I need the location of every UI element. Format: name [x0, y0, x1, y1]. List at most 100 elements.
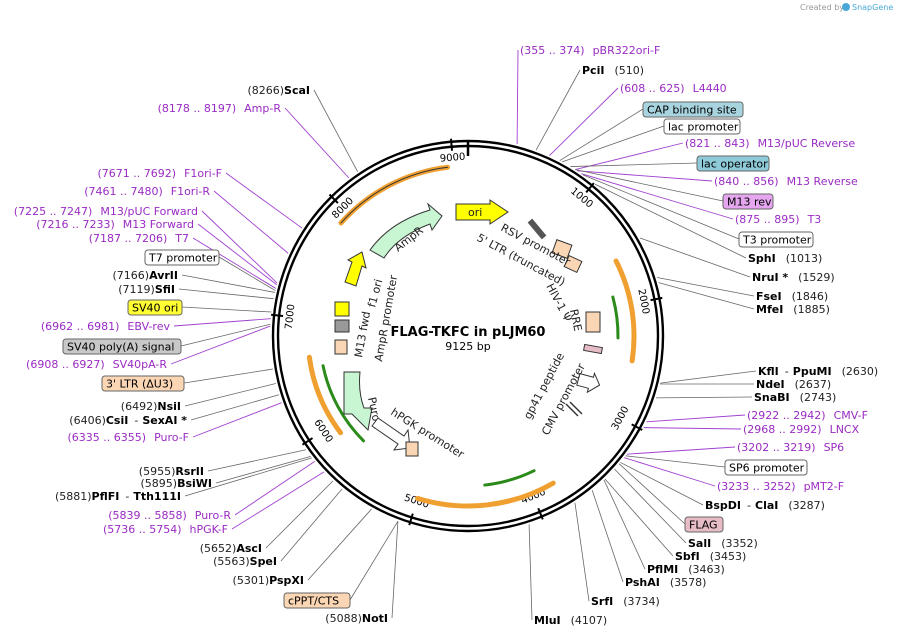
site-labels: (355 .. 374)pBR322ori-F (608 .. 625)L4440… [14, 44, 878, 627]
feature-box-0[interactable] [642, 101, 744, 118]
orf-arc-3[interactable] [415, 480, 556, 509]
primer-9[interactable]: (8178 .. 8197)Amp-R [158, 102, 282, 115]
primer-lead-11 [213, 190, 289, 254]
enzyme-7[interactable]: SnaBI(2743) [754, 391, 836, 404]
f1-ori-feature-arrow[interactable] [344, 251, 367, 287]
primer-18[interactable]: (5839 .. 5858)Puro-R [108, 509, 231, 522]
cppt-block[interactable] [405, 441, 419, 457]
feature-box-9[interactable] [62, 338, 182, 355]
feature-box-1[interactable] [663, 118, 741, 135]
enzyme-9[interactable]: SalI(3352) [688, 537, 758, 550]
puror-feature-arrow[interactable] [343, 371, 373, 432]
primer-12[interactable]: (7225 .. 7247)M13/pUC Forward [14, 205, 198, 218]
primer-0[interactable]: (355 .. 374)pBR322ori-F [520, 44, 660, 57]
ltr-block[interactable] [563, 254, 583, 274]
enzyme-0[interactable]: PciI(510) [582, 64, 644, 77]
enzyme-16[interactable]: (5301)PspXI [233, 574, 304, 587]
enzyme-4[interactable]: MfeI(1885) [756, 303, 830, 316]
enzyme-19[interactable]: (5881)PflFI-Tth111I [55, 490, 181, 503]
enzyme-name: SalI [688, 537, 711, 550]
enzyme-10[interactable]: SbfI(3453) [675, 550, 746, 563]
enzyme-15[interactable]: (5088)NotI [325, 612, 388, 625]
primer-6[interactable]: (2968 .. 2992)LNCX [743, 423, 860, 436]
enzyme-18[interactable]: (5652)AscI [200, 542, 262, 555]
enzyme-6[interactable]: NdeI(2637) [756, 378, 831, 391]
orf-arc-4-green[interactable] [321, 364, 366, 443]
enzyme-26[interactable]: (8266)ScaI [247, 84, 310, 97]
enzyme-2[interactable]: NruI *(1529) [752, 271, 835, 284]
feature-box-7[interactable] [283, 592, 351, 609]
primer-name: EBV-rev [127, 320, 170, 333]
sv40-ori-block[interactable] [334, 301, 350, 317]
enzyme-11[interactable]: PflMI(3463) [647, 563, 725, 576]
primer-pos: (6908 .. 6927) [26, 358, 105, 371]
orf-arc-4[interactable] [306, 354, 344, 436]
primer-name: M13/pUC Reverse [758, 137, 856, 150]
hpgk-promoter-arrow[interactable] [371, 417, 411, 451]
primer-19[interactable]: (5736 .. 5754)hPGK-F [103, 523, 228, 536]
lac-cluster-block[interactable] [527, 218, 547, 240]
enzyme-1[interactable]: SphI(1013) [748, 252, 822, 265]
primer-10[interactable]: (7671 .. 7692)F1ori-F [98, 167, 223, 180]
primer-13[interactable]: (7216 .. 7233)M13 Forward [36, 218, 194, 231]
enzyme-8[interactable]: BspDI-ClaI(3287) [705, 499, 825, 512]
primer-2[interactable]: (821 .. 843)M13/pUC Reverse [685, 137, 855, 150]
3ltr-block[interactable] [334, 339, 348, 355]
sv40-polya-block[interactable] [334, 319, 350, 333]
orf-arc-3-green[interactable] [483, 469, 536, 487]
tick-5000 [408, 513, 414, 526]
enzyme-14[interactable]: MluI(4107) [534, 614, 607, 627]
enzyme-name: NotI [362, 612, 388, 625]
enzyme-21[interactable]: (5955)RsrII [139, 465, 204, 478]
feature-box-11[interactable] [144, 249, 220, 266]
orf-arc-1-core[interactable] [340, 166, 449, 224]
ampr-feature-arrow[interactable] [369, 202, 443, 259]
enzyme-24[interactable]: (7119)SfiI [118, 283, 175, 296]
enzyme-name-2: SexAI * [142, 414, 187, 427]
primer-14[interactable]: (7187 .. 7206)T7 [89, 232, 189, 245]
ori-feature-arrow[interactable] [455, 199, 509, 225]
cmv-promoter-arrow[interactable] [576, 370, 602, 395]
enzyme-17[interactable]: (5563)SpeI [213, 555, 277, 568]
primer-5[interactable]: (2922 .. 2942)CMV-F [747, 409, 868, 422]
primer-lead-10 [225, 172, 303, 229]
orf-arc-2-green[interactable] [611, 295, 620, 340]
primer-17[interactable]: (6335 .. 6355)Puro-F [68, 431, 190, 444]
primer-lead-8 [624, 457, 716, 487]
enzyme-pos: (5563) [213, 555, 250, 568]
flag-block[interactable] [583, 343, 603, 355]
enzyme-3[interactable]: FseI(1846) [756, 290, 828, 303]
feature-box-5[interactable] [724, 459, 808, 476]
primer-15[interactable]: (6962 .. 6981)EBV-rev [41, 320, 171, 333]
primer-lead-14 [192, 237, 277, 289]
enzyme-23[interactable]: (6492)NsiI [121, 400, 181, 413]
enzyme-20[interactable]: (5895)BsiWI [140, 477, 212, 490]
enzyme-name: MluI [534, 614, 561, 627]
sp6-mark [565, 403, 579, 417]
enzyme-12[interactable]: PshAI(3578) [625, 576, 706, 589]
primer-lead-12 [201, 210, 278, 284]
feature-box-8[interactable] [101, 375, 185, 392]
feature-box-3[interactable] [722, 193, 774, 210]
primer-11[interactable]: (7461 .. 7480)F1ori-R [84, 185, 210, 198]
primer-1[interactable]: (608 .. 625)L4440 [620, 82, 727, 95]
enzyme-13[interactable]: SrfI(3734) [591, 595, 660, 608]
feature-box-10[interactable] [127, 299, 183, 316]
feature-box-4[interactable] [738, 231, 814, 248]
enzyme-sep: - [125, 490, 129, 503]
feature-box-2[interactable] [696, 155, 770, 172]
primer-7[interactable]: (3202 .. 3219)SP6 [737, 441, 844, 454]
rre-block[interactable] [585, 311, 601, 333]
primer-8[interactable]: (3233 .. 3252)pMT2-F [717, 480, 844, 493]
orf-arc-2[interactable] [613, 258, 637, 364]
enzyme-22[interactable]: (6406)CsiI-SexAI * [69, 414, 187, 427]
enzyme-name: FseI [756, 290, 782, 303]
primer-3[interactable]: (840 .. 856)M13 Reverse [714, 175, 858, 188]
feature-box-6[interactable] [684, 516, 724, 533]
primer-4[interactable]: (875 .. 895)T3 [735, 213, 821, 226]
enzyme-25[interactable]: (7166)AvrII [113, 269, 178, 282]
enzyme-name: PflFI [92, 490, 120, 503]
primer-16[interactable]: (6908 .. 6927)SV40pA-R [26, 358, 167, 371]
rsv-promoter-block[interactable] [551, 239, 573, 259]
enzyme-5[interactable]: KflI-PpuMI(2630) [758, 365, 878, 378]
